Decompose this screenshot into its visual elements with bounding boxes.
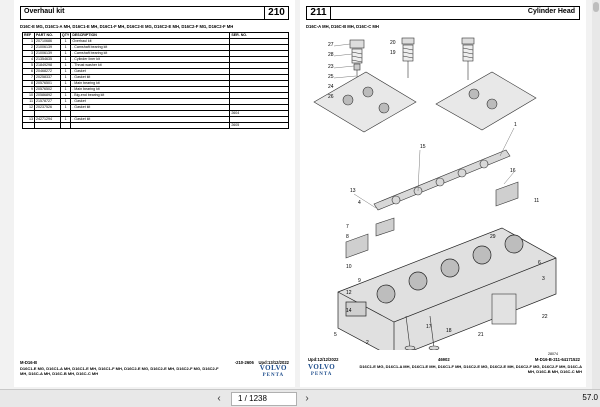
footer-models: D16C1-E MG, D16C1-A MH, D16C1-E MH, D16C… xyxy=(359,364,582,374)
callout-label: 2 xyxy=(366,340,369,346)
table-row: 2605 xyxy=(22,122,289,129)
footer-page-code: -210-2606 xyxy=(234,360,254,365)
callout-label: 12 xyxy=(346,290,352,296)
cell-ref xyxy=(22,122,35,129)
cylinder-head-block xyxy=(337,227,557,350)
callout-label: 11 xyxy=(534,198,539,204)
valve-spring-inset-2 xyxy=(401,37,415,78)
valves xyxy=(404,293,517,350)
viewer-toolbar: ‹ 1 / 1238 › 57.0 xyxy=(0,389,600,407)
callout-label: 13 xyxy=(350,188,356,194)
page-overhaul-kit: Overhaul kit 210 D16C-E MG, D16C1-A MH, … xyxy=(14,0,295,387)
col-qty: QTY xyxy=(59,32,72,39)
footer-update-date: Upd:12/12/2022 xyxy=(308,357,339,362)
footer-doc-code: M-D16-B xyxy=(20,360,37,365)
next-page-icon[interactable]: › xyxy=(305,393,309,404)
callout-label: 28 xyxy=(328,52,334,58)
callout-label: 7 xyxy=(346,224,349,230)
bearing-caps xyxy=(345,181,519,259)
callout-label: 22 xyxy=(542,314,548,320)
volvo-penta-logo: VOLVO PENTA xyxy=(260,365,287,379)
cell-pn xyxy=(33,122,61,129)
page-header: 211 Cylinder Head xyxy=(306,6,580,20)
callout-label: 14 xyxy=(346,308,352,314)
callout-label: 3 xyxy=(542,276,545,282)
callout-label: 29 xyxy=(490,234,496,240)
footer-models: D16C1-E MG, D16C1-A MH, D16C1-E MH, D16C… xyxy=(20,366,219,376)
models-line: D16C-A MH, D16C-B MH, D16C-C MH xyxy=(306,24,379,29)
page-title: Cylinder Head xyxy=(527,8,575,15)
callout-label: 17 xyxy=(426,324,432,330)
logo-text-bottom: PENTA xyxy=(310,372,333,377)
footer-figure-code: 46902 xyxy=(438,357,450,362)
cell-qty xyxy=(59,122,72,129)
footer-page-ref: -210-2606 Upd:13/12/2022 xyxy=(235,360,289,365)
callout-label: 1 xyxy=(514,122,517,128)
footer-update-date: Upd:13/12/2022 xyxy=(258,360,290,365)
cell-desc xyxy=(70,122,231,129)
page-number-input[interactable]: 1 / 1238 xyxy=(231,392,297,406)
callout-label: 27 xyxy=(328,42,334,48)
cylinder-head-exploded-diagram: 27 28 23 25 24 26 20 19 1 15 134 16 7 8 10 9 12 14 5 2 11 6 3 1… xyxy=(313,37,557,350)
callout-label: 15 xyxy=(420,144,426,150)
page-cylinder-head: 211 Cylinder Head D16C-A MH, D16C-B MH, … xyxy=(300,0,586,387)
callout-label: 24 xyxy=(328,84,334,90)
callout-label: 26 xyxy=(328,94,334,100)
figure-ref-number: 28074 xyxy=(548,352,558,356)
callout-label: 8 xyxy=(346,234,349,240)
footer-doc-ref: M-D16-B-211-64171522 xyxy=(534,357,580,362)
logo-text-top: VOLVO xyxy=(259,364,287,372)
callout-label: 19 xyxy=(390,50,396,56)
callout-label: 10 xyxy=(346,264,352,270)
zoom-level[interactable]: 57.0 xyxy=(582,393,598,402)
scrollbar-thumb[interactable] xyxy=(593,2,599,12)
valve-spring-inset-3 xyxy=(435,37,537,131)
vertical-scrollbar[interactable] xyxy=(592,0,600,389)
page-section-number: 210 xyxy=(264,6,288,20)
callout-label: 20 xyxy=(390,40,396,46)
leader-lines xyxy=(333,43,515,209)
volvo-penta-logo: VOLVO PENTA xyxy=(308,364,335,378)
camshaft xyxy=(373,149,511,211)
logo-text-top: VOLVO xyxy=(308,363,336,371)
page-section-number: 211 xyxy=(307,6,331,20)
logo-text-bottom: PENTA xyxy=(262,373,285,378)
callout-labels: 27 28 23 25 24 26 20 19 1 15 134 16 7 8 10 9 12 14 5 2 11 6 3 1… xyxy=(328,40,548,346)
valve-spring-inset-1 xyxy=(313,39,417,133)
callout-label: 25 xyxy=(328,74,334,80)
callout-label: 9 xyxy=(358,278,361,284)
callout-label: 21 xyxy=(478,332,484,338)
callout-label: 5 xyxy=(334,332,337,338)
callout-label: 23 xyxy=(328,64,334,70)
callout-label: 4 xyxy=(358,200,361,206)
callout-label: 16 xyxy=(510,168,516,174)
callout-label: 6 xyxy=(538,260,541,266)
callout-label: 18 xyxy=(446,328,452,334)
prev-page-icon[interactable]: ‹ xyxy=(217,393,221,404)
page-header: Overhaul kit 210 xyxy=(20,6,289,20)
page-title: Overhaul kit xyxy=(24,8,65,15)
models-line: D16C-E MG, D16C1-A MH, D16C1-E MH, D16C1… xyxy=(20,24,234,29)
cell-ser: 2605 xyxy=(229,122,289,129)
